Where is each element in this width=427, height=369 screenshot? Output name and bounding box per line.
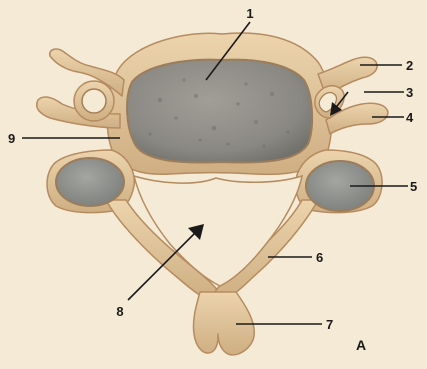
panel-letter: A — [356, 337, 366, 353]
label-1: 1 — [246, 6, 253, 21]
left-articular-facet — [56, 158, 124, 206]
label-8: 8 — [116, 304, 123, 319]
label-3: 3 — [406, 85, 413, 100]
label-9: 9 — [8, 131, 15, 146]
left-transverse-foramen — [82, 89, 106, 113]
label-6: 6 — [316, 250, 323, 265]
label-5: 5 — [410, 179, 417, 194]
label-7: 7 — [326, 317, 333, 332]
label-2: 2 — [406, 58, 413, 73]
label-4: 4 — [406, 110, 414, 125]
vertebral-body-surface — [127, 60, 312, 163]
